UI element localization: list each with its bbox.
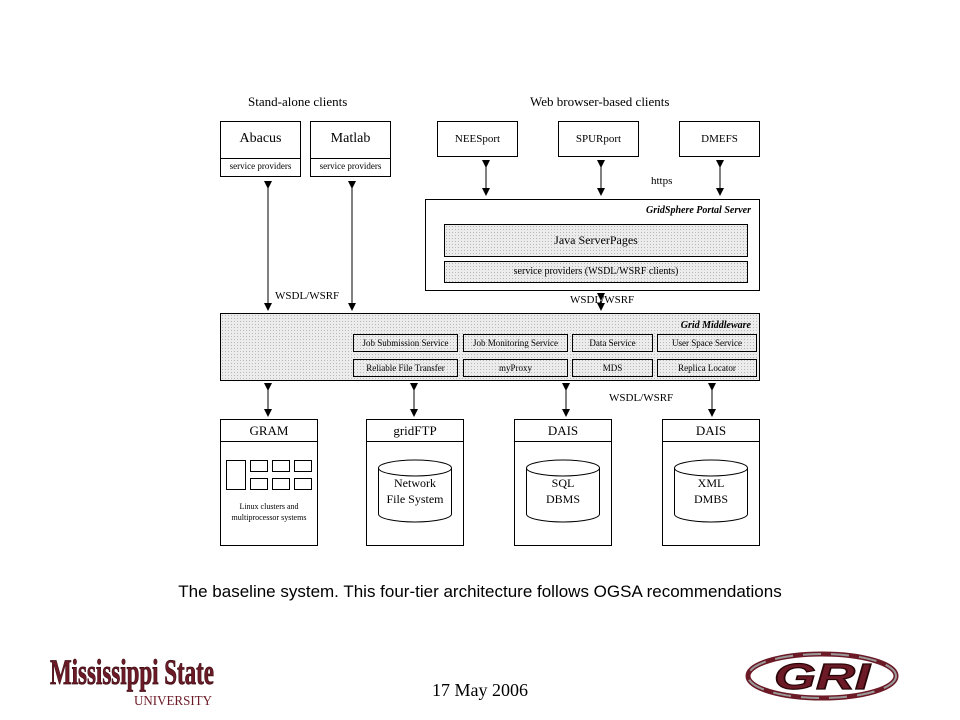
database-cylinder-icon bbox=[526, 459, 600, 523]
abacus-service-providers: service providers bbox=[229, 161, 292, 171]
wsdl-wsrf-bottom-label: WSDL/WSRF bbox=[609, 392, 674, 404]
gridftp-body-line2: File System bbox=[386, 492, 444, 506]
database-cylinder-icon bbox=[674, 459, 748, 523]
job-monitoring-service: Job Monitoring Service bbox=[463, 334, 568, 352]
grid-middleware-title: Grid Middleware bbox=[680, 320, 751, 331]
neesport-box: NEESport bbox=[437, 121, 518, 157]
data-service: Data Service bbox=[572, 334, 653, 352]
dais-xml-box: DAIS XML DMBS bbox=[662, 419, 760, 546]
dais-sql-box: DAIS SQL DBMS bbox=[514, 419, 612, 546]
replica-locator-service: Replica Locator bbox=[657, 359, 757, 377]
java-serverpages-box: Java ServerPages bbox=[444, 224, 748, 257]
matlab-client-box: Matlab service providers bbox=[310, 121, 391, 177]
portal-server-box: GridSphere Portal Server Java ServerPage… bbox=[425, 199, 760, 291]
portal-service-providers-label: service providers (WSDL/WSRF clients) bbox=[513, 266, 679, 277]
neesport-label: NEESport bbox=[454, 133, 501, 145]
slide-date: 17 May 2006 bbox=[432, 680, 528, 700]
abacus-client-box: Abacus service providers bbox=[220, 121, 301, 177]
svg-text:UNIVERSITY: UNIVERSITY bbox=[134, 694, 212, 709]
dais-sql-body-line2: DBMS bbox=[545, 492, 580, 506]
dais-sql-body-line1: SQL bbox=[551, 476, 575, 490]
svg-text:Mississippi State: Mississippi State bbox=[50, 652, 214, 692]
dais-xml-title: DAIS bbox=[695, 423, 727, 438]
grid-middleware-box: Grid Middleware Job Submission Service J… bbox=[220, 313, 760, 381]
gridftp-body-line1: Network bbox=[394, 476, 436, 490]
database-cylinder-icon bbox=[378, 459, 452, 523]
gri-logo: GRI bbox=[745, 651, 899, 701]
dais-xml-body-line1: XML bbox=[697, 476, 725, 490]
https-label: https bbox=[651, 175, 673, 187]
java-serverpages-label: Java ServerPages bbox=[554, 233, 638, 247]
user-space-service: User Space Service bbox=[657, 334, 757, 352]
abacus-label: Abacus bbox=[239, 131, 282, 146]
gram-box: GRAM Linux clusters and multiprocessor s… bbox=[220, 419, 318, 546]
spurport-box: SPURport bbox=[558, 121, 639, 157]
reliable-file-transfer: Reliable File Transfer bbox=[353, 359, 458, 377]
dais-sql-title: DAIS bbox=[547, 423, 579, 438]
wsdl-wsrf-portal-label: WSDL/WSRF bbox=[570, 294, 635, 306]
gridftp-title: gridFTP bbox=[393, 423, 437, 438]
dmefs-box: DMEFS bbox=[679, 121, 760, 157]
mississippi-state-logo: Mississippi State UNIVERSITY bbox=[50, 652, 215, 709]
matlab-service-providers: service providers bbox=[319, 161, 382, 171]
matlab-label: Matlab bbox=[330, 131, 371, 146]
web-clients-heading: Web browser-based clients bbox=[530, 94, 670, 109]
svg-text:GRI: GRI bbox=[774, 656, 871, 697]
dmefs-label: DMEFS bbox=[701, 133, 738, 145]
gram-title: GRAM bbox=[249, 423, 289, 438]
gridftp-box: gridFTP Network File System bbox=[366, 419, 464, 546]
cluster-nodes-icon bbox=[226, 460, 312, 490]
portal-server-title: GridSphere Portal Server bbox=[646, 205, 751, 216]
dais-xml-body-line2: DMBS bbox=[693, 492, 728, 506]
spurport-label: SPURport bbox=[575, 133, 622, 145]
portal-service-providers-box: service providers (WSDL/WSRF clients) bbox=[444, 261, 748, 283]
standalone-heading: Stand-alone clients bbox=[248, 94, 348, 109]
myproxy-service: myProxy bbox=[463, 359, 568, 377]
gram-description: Linux clusters and multiprocessor system… bbox=[231, 502, 307, 522]
job-submission-service: Job Submission Service bbox=[353, 334, 458, 352]
wsdl-wsrf-left-label: WSDL/WSRF bbox=[275, 290, 340, 302]
mds-service: MDS bbox=[572, 359, 653, 377]
slide-caption: The baseline system. This four-tier arch… bbox=[178, 582, 782, 601]
